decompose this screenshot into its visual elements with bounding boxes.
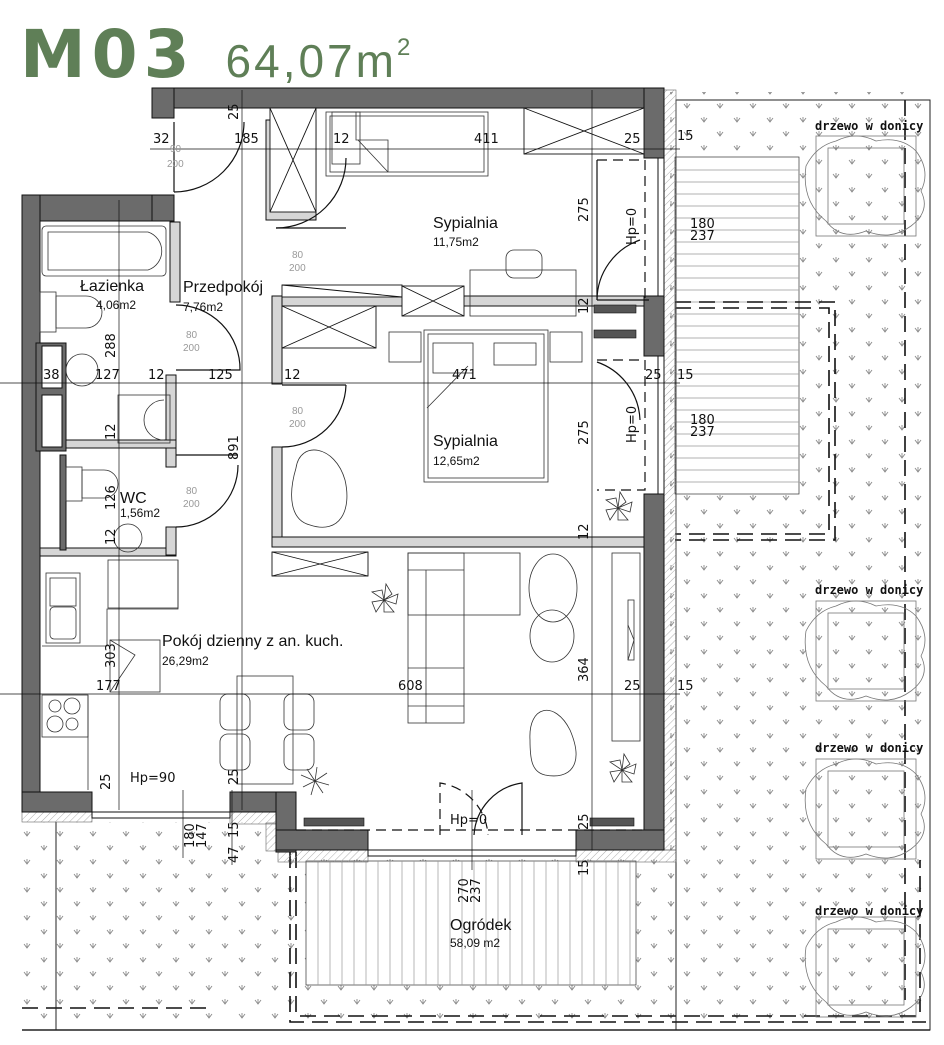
room-name-hallway: Przedpokój: [183, 279, 263, 296]
dim-text: 25: [227, 103, 242, 120]
dim-text: 411: [474, 132, 499, 147]
dim-text: 185: [234, 132, 259, 147]
dim-text: 275: [577, 420, 592, 445]
dim-text: 147: [195, 823, 210, 848]
room-labels: Sypialnia 11,75m2 Sypialnia 12,65m2 Łazi…: [80, 215, 512, 950]
dim-text: 891: [227, 435, 242, 460]
exterior-walls: [21, 87, 665, 853]
door-height: 200: [167, 159, 184, 170]
door-width: 80: [186, 486, 198, 497]
door-size-labels: 90 200 80 200 80 200 80 200 80 200: [167, 144, 306, 510]
door-height: 200: [289, 419, 306, 430]
dim-text: 12: [148, 368, 165, 383]
door-width: 80: [186, 330, 198, 341]
dim-text: 15: [677, 679, 694, 694]
dim-text: 12: [577, 523, 592, 540]
tree-label-3: drzewo w donicy: [815, 741, 923, 755]
dim-text: 32: [153, 132, 170, 147]
doors: [173, 121, 649, 836]
dim-text: 275: [577, 197, 592, 222]
room-name-living: Pokój dzienny z an. kuch.: [162, 633, 343, 650]
dim-text: 237: [469, 878, 484, 903]
dim-text: 126: [104, 485, 119, 510]
window-height: 237: [690, 229, 715, 244]
door-swing-dashed: [296, 159, 646, 836]
tree-label-4: drzewo w donicy: [815, 904, 923, 918]
door-width: 80: [292, 250, 304, 261]
room-area-hallway: 7,76m2: [183, 300, 223, 314]
dim-text: 288: [104, 333, 119, 358]
dim-text: 47: [227, 846, 242, 863]
dim-text: 15: [677, 129, 694, 144]
window-height: 237: [690, 425, 715, 440]
unit-code: M03: [20, 16, 196, 93]
room-area-bedroom-2: 12,65m2: [433, 454, 480, 468]
dim-text: 38: [43, 368, 60, 383]
dim-text: 127: [95, 368, 120, 383]
room-name-bedroom-1: Sypialnia: [433, 215, 498, 232]
dim-text: 608: [398, 679, 423, 694]
window-labels: 180 237 180 237 Hp=0 Hp=0 Hp=0 Hp=90: [130, 208, 715, 828]
room-area-bathroom: 4,06m2: [96, 298, 136, 312]
dim-text: 15: [577, 859, 592, 876]
terrace-decking: [305, 156, 800, 986]
door-width: 90: [170, 144, 182, 155]
door-height: 200: [289, 263, 306, 274]
dim-text: 25: [624, 679, 641, 694]
room-name-bedroom-2: Sypialnia: [433, 433, 498, 450]
radiators: [303, 304, 637, 827]
dim-text: 12: [104, 423, 119, 440]
unit-area-value: 64,07m: [225, 35, 397, 87]
dim-text: 25: [99, 773, 114, 790]
door-width: 80: [292, 406, 304, 417]
window-hp: Hp=0: [625, 208, 640, 245]
dim-text: 15: [227, 821, 242, 838]
dim-text: 25: [624, 132, 641, 147]
wardrobes: [269, 107, 645, 577]
room-name-bathroom: Łazienka: [80, 278, 144, 295]
dimension-lines: [0, 90, 680, 870]
dim-text: 125: [208, 368, 233, 383]
dim-text: 270: [457, 878, 472, 903]
dim-text: 12: [333, 132, 350, 147]
tree-label-2: drzewo w donicy: [815, 583, 923, 597]
unit-title: M03 64,07m2: [20, 8, 413, 88]
room-area-garden: 58,09 m2: [450, 936, 500, 950]
plants: [300, 490, 637, 796]
dim-text: 180: [183, 823, 198, 848]
door-height: 200: [183, 343, 200, 354]
window-sill-height: 180: [690, 217, 715, 232]
dimension-values: 32 185 25 12 411 25 15 275 12 38 127 12 …: [43, 103, 694, 903]
dim-text: 471: [452, 368, 477, 383]
window-hp: Hp=90: [130, 771, 175, 786]
room-area-living: 26,29m2: [162, 654, 209, 668]
room-name-wc: WC: [120, 490, 147, 507]
dim-text: 12: [284, 368, 301, 383]
room-area-bedroom-1: 11,75m2: [433, 235, 479, 249]
dim-text: 303: [104, 643, 119, 668]
door-hp: Hp=0: [450, 813, 487, 828]
dim-text: 25: [645, 368, 662, 383]
tree-label-1: drzewo w donicy: [815, 119, 923, 133]
dim-text: 12: [577, 297, 592, 314]
tree-planters: [804, 135, 926, 1018]
dim-text: 25: [227, 768, 242, 785]
unit-total-area: 64,07m2: [225, 35, 414, 88]
dim-text: 177: [96, 679, 121, 694]
room-area-wc: 1,56m2: [120, 506, 160, 520]
unit-area-sup: 2: [396, 34, 414, 61]
dim-text: 364: [577, 657, 592, 682]
dim-text: 12: [104, 528, 119, 545]
tree-labels: drzewo w donicy drzewo w donicy drzewo w…: [815, 119, 923, 918]
furniture: [39, 111, 641, 790]
window-hp: Hp=0: [625, 406, 640, 443]
room-name-garden: Ogródek: [450, 917, 512, 934]
window-sill-height: 180: [690, 413, 715, 428]
door-height: 200: [183, 499, 200, 510]
dim-text: 15: [677, 368, 694, 383]
dim-text: 25: [577, 813, 592, 830]
wall-insulation: [21, 89, 677, 863]
